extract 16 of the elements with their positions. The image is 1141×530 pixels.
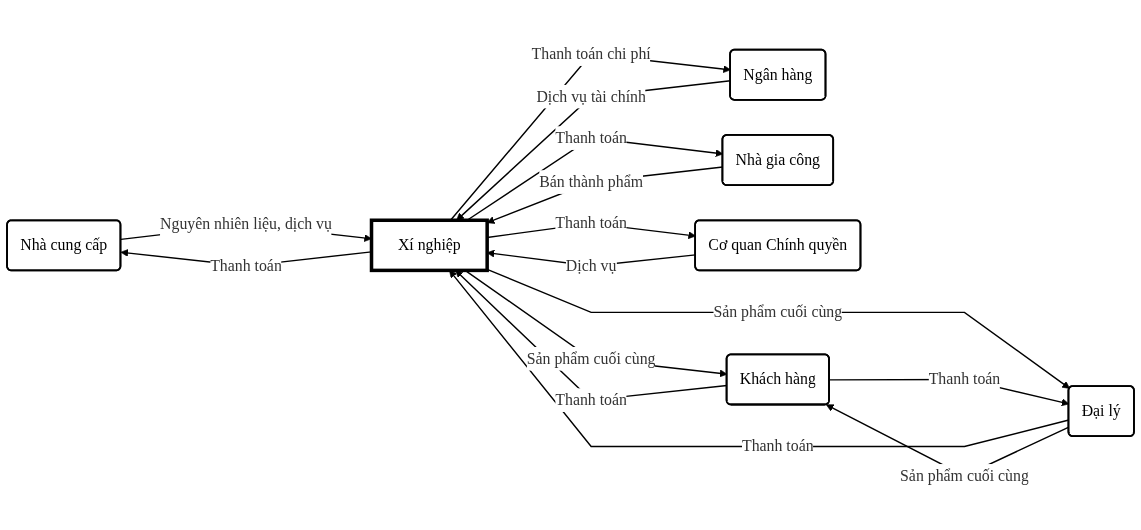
edge-label: Thanh toán (555, 390, 627, 409)
arrow (486, 268, 1070, 389)
edge-label: Thanh toán (555, 128, 627, 147)
edge-label: Thanh toán (555, 214, 627, 232)
edge-label: Sản phẩm cuối cùng (900, 466, 1029, 485)
edge-label: Thanh toán chi phí (531, 44, 651, 63)
edge-label: Sản phẩm cuối cùng (713, 303, 843, 321)
edge-label: Thanh toán (741, 437, 814, 455)
edge-label: Dịch vụ tài chính (536, 87, 646, 106)
edge-label: Dịch vụ (565, 256, 617, 275)
edge-label: Sản phẩm cuối cùng (526, 349, 656, 368)
node-box: Xí nghiệp (369, 218, 489, 273)
edge-label: Thanh toán (210, 256, 282, 275)
edge-label: Nguyên nhiên liệu, dịch vụ (160, 215, 332, 234)
edge-label: Bán thành phẩm (539, 172, 644, 191)
edge-label: Thanh toán (928, 370, 1001, 388)
